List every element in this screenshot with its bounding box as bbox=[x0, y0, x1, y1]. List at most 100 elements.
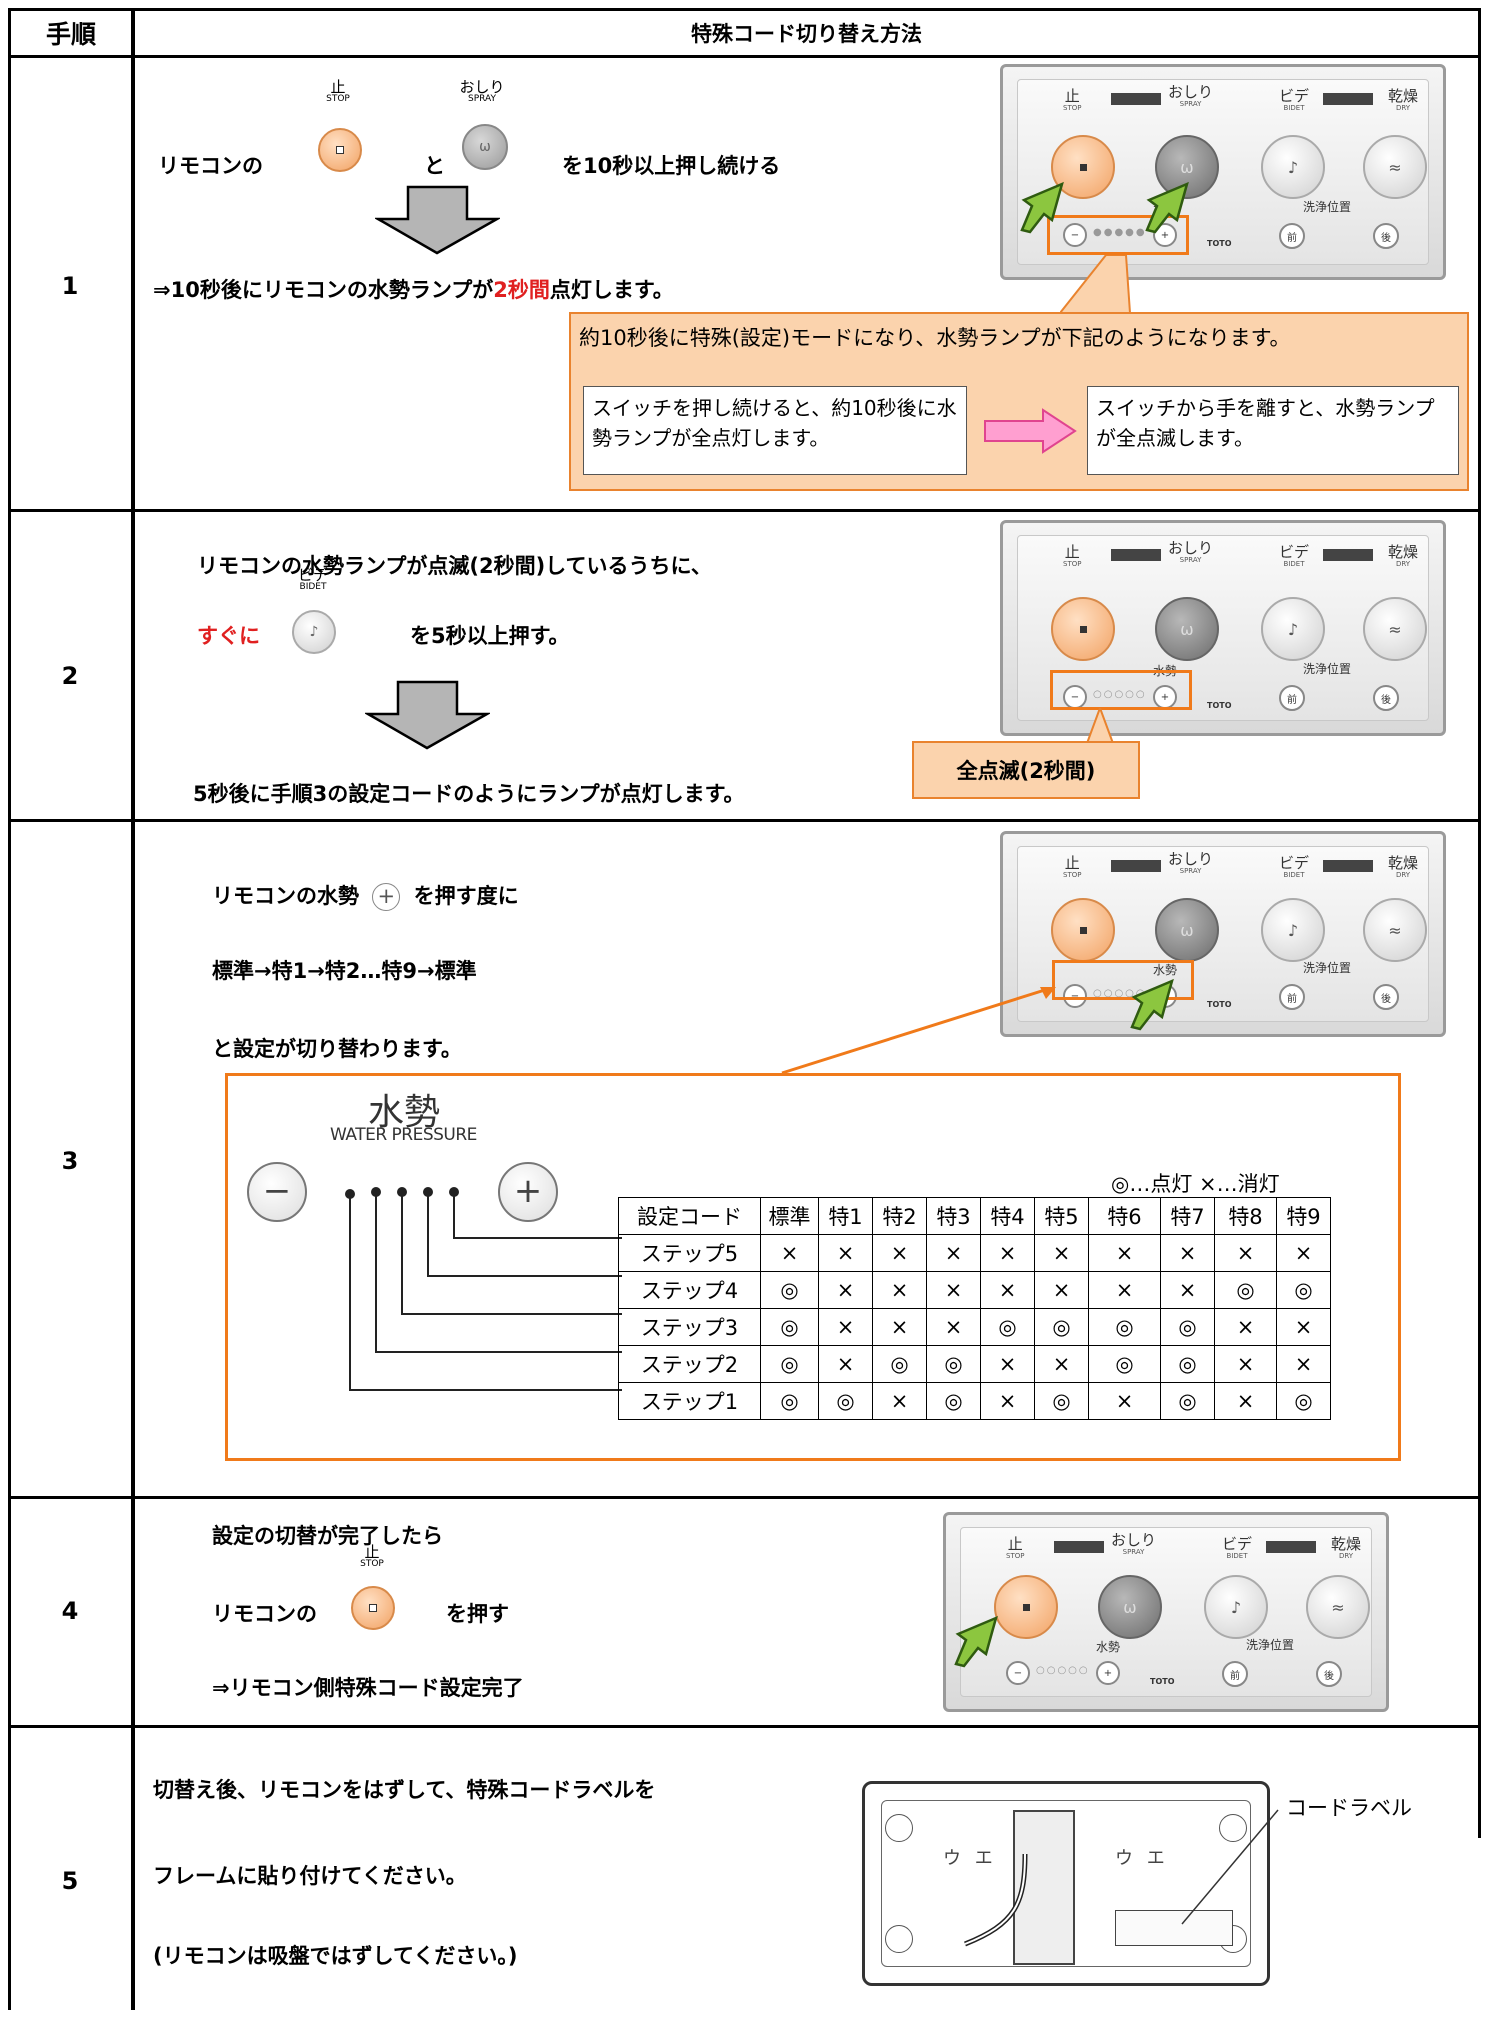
table-cell: ◎ bbox=[980, 1308, 1035, 1346]
table-header-cell: 特2 bbox=[872, 1197, 927, 1235]
lamp-box bbox=[225, 1073, 1401, 1461]
step4-line2-a: リモコンの bbox=[212, 1602, 317, 1626]
step5-line3: (リモコンは吸盤ではずしてください。) bbox=[153, 1944, 518, 1968]
frame-diagram: ウ エ ウ エ bbox=[862, 1781, 1270, 1986]
green-arrow-icon bbox=[1145, 181, 1189, 234]
table-cell: ◎ bbox=[872, 1345, 927, 1383]
step1-text-b: と bbox=[424, 154, 445, 178]
wp-sublabel: WATER PRESSURE bbox=[330, 1125, 477, 1145]
table-cell: ◎ bbox=[760, 1308, 819, 1346]
step3-line2: 標準→特1→特2…特9→標準 bbox=[212, 959, 477, 983]
table-row: ステップ4◎×××××××◎◎ bbox=[618, 1271, 1331, 1309]
table-row: ステップ1◎◎×◎×◎×◎×◎ bbox=[618, 1382, 1331, 1420]
table-cell: × bbox=[818, 1234, 873, 1272]
table-cell: × bbox=[1034, 1271, 1089, 1309]
callout-blink: 全点滅(2秒間) bbox=[912, 741, 1140, 799]
spray-button-icon: ω bbox=[462, 124, 508, 170]
step1-text-a: リモコンの bbox=[158, 154, 263, 178]
table-cell: ◎ bbox=[1034, 1382, 1089, 1420]
table-header-cell: 特3 bbox=[926, 1197, 981, 1235]
pressure-highlight-1 bbox=[1047, 215, 1189, 255]
green-arrow-icon bbox=[1130, 978, 1174, 1031]
callout-pointer bbox=[1060, 255, 1132, 314]
table-cell: × bbox=[1088, 1234, 1161, 1272]
table-cell: × bbox=[1160, 1234, 1215, 1272]
note-left: スイッチを押し続けると、約10秒後に水勢ランプが全点灯します。 bbox=[583, 386, 967, 475]
table-cell: × bbox=[872, 1234, 927, 1272]
table-cell: × bbox=[872, 1382, 927, 1420]
step4-line3: ⇒リモコン側特殊コード設定完了 bbox=[212, 1676, 524, 1700]
table-divider bbox=[131, 8, 135, 2010]
table-cell: ◎ bbox=[1160, 1345, 1215, 1383]
table-header-cell: 特4 bbox=[980, 1197, 1035, 1235]
row-rule-4 bbox=[8, 1725, 1481, 1728]
table-cell: × bbox=[818, 1345, 873, 1383]
table-cell: × bbox=[872, 1271, 927, 1309]
row-rule-2 bbox=[8, 819, 1481, 822]
table-cell: ◎ bbox=[1160, 1382, 1215, 1420]
table-header-cell: 設定コード bbox=[618, 1197, 761, 1235]
pressure-highlight-2 bbox=[1050, 670, 1192, 710]
table-cell: ◎ bbox=[1214, 1271, 1277, 1309]
header-step: 手順 bbox=[45, 20, 96, 49]
table-border-right bbox=[1478, 8, 1481, 1838]
table-cell: × bbox=[1160, 1271, 1215, 1309]
table-cell: ◎ bbox=[926, 1345, 981, 1383]
step2-line3: 5秒後に手順3の設定コードのようにランプが点灯します。 bbox=[193, 782, 745, 806]
table-cell: × bbox=[926, 1234, 981, 1272]
table-cell: × bbox=[1276, 1234, 1331, 1272]
table-cell: ◎ bbox=[926, 1382, 981, 1420]
step-number-2: 2 bbox=[61, 662, 79, 690]
table-cell: × bbox=[1214, 1234, 1277, 1272]
step4-line2-b: を押す bbox=[446, 1602, 509, 1626]
step2-line1: リモコンの水勢ランプが点滅(2秒間)しているうちに、 bbox=[197, 554, 712, 578]
table-cell: ◎ bbox=[760, 1382, 819, 1420]
table-row-label: ステップ4 bbox=[618, 1271, 761, 1309]
table-cell: ◎ bbox=[1034, 1308, 1089, 1346]
table-row: ステップ3◎×××◎◎◎◎×× bbox=[618, 1308, 1331, 1346]
down-arrow-icon bbox=[375, 185, 500, 255]
pink-arrow-icon bbox=[984, 408, 1077, 454]
table-header-cell: 特1 bbox=[818, 1197, 873, 1235]
table-cell: ◎ bbox=[1276, 1382, 1331, 1420]
table-cell: ◎ bbox=[818, 1382, 873, 1420]
step4-line1: 設定の切替が完了したら bbox=[212, 1524, 443, 1548]
table-row-label: ステップ5 bbox=[618, 1234, 761, 1272]
step3-line3: と設定が切り替わります。 bbox=[212, 1037, 462, 1061]
note-box: 約10秒後に特殊(設定)モードになり、水勢ランプが下記のようになります。 スイッ… bbox=[569, 312, 1469, 491]
green-arrow-icon bbox=[1020, 181, 1064, 234]
table-border-left bbox=[8, 8, 11, 2010]
table-cell: × bbox=[1214, 1308, 1277, 1346]
step5-line1: 切替え後、リモコンをはずして、特殊コードラベルを bbox=[153, 1778, 656, 1802]
step1-text-c: を10秒以上押し続ける bbox=[562, 154, 781, 178]
green-arrow-icon bbox=[954, 1615, 998, 1668]
table-cell: ◎ bbox=[1160, 1308, 1215, 1346]
table-row: ステップ5×××××××××× bbox=[618, 1234, 1331, 1272]
table-header-cell: 特8 bbox=[1214, 1197, 1277, 1235]
wp-label: 水勢 bbox=[368, 1092, 441, 1133]
lamp-leader-lines bbox=[345, 1187, 622, 1391]
table-cell: × bbox=[980, 1271, 1035, 1309]
note-right: スイッチから手を離すと、水勢ランプが全点滅します。 bbox=[1087, 386, 1459, 475]
table-cell: × bbox=[760, 1234, 819, 1272]
note-title: 約10秒後に特殊(設定)モードになり、水勢ランプが下記のようになります。 bbox=[579, 326, 1291, 350]
table-cell: × bbox=[818, 1271, 873, 1309]
table-cell: × bbox=[926, 1308, 981, 1346]
pressure-highlight-3 bbox=[1052, 960, 1194, 1000]
table-header-cell: 特9 bbox=[1276, 1197, 1331, 1235]
step-number-3: 3 bbox=[61, 1147, 79, 1175]
table-cell: × bbox=[818, 1308, 873, 1346]
table-header-cell: 特7 bbox=[1160, 1197, 1215, 1235]
bidet-button-icon: ♪ bbox=[292, 610, 336, 654]
label-leader-line bbox=[1181, 1809, 1279, 1925]
